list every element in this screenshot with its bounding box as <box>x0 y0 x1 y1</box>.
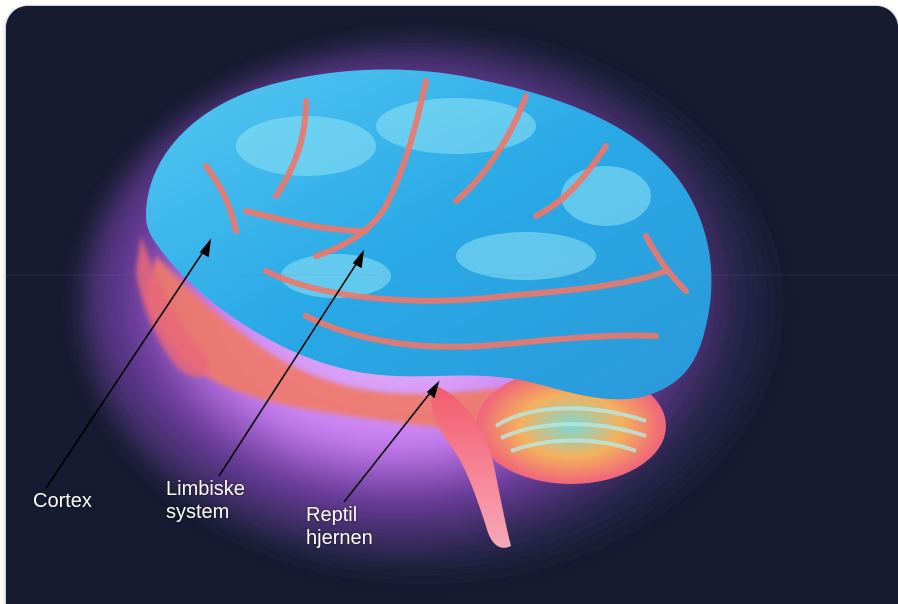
label-limbic-system: Limbiske system <box>166 478 245 524</box>
brain-illustration <box>6 6 898 604</box>
image-frame: Cortex Limbiske system Reptil hjernen <box>6 6 898 604</box>
label-reptilian-brain: Reptil hjernen <box>306 504 373 550</box>
label-cortex: Cortex <box>33 490 92 513</box>
